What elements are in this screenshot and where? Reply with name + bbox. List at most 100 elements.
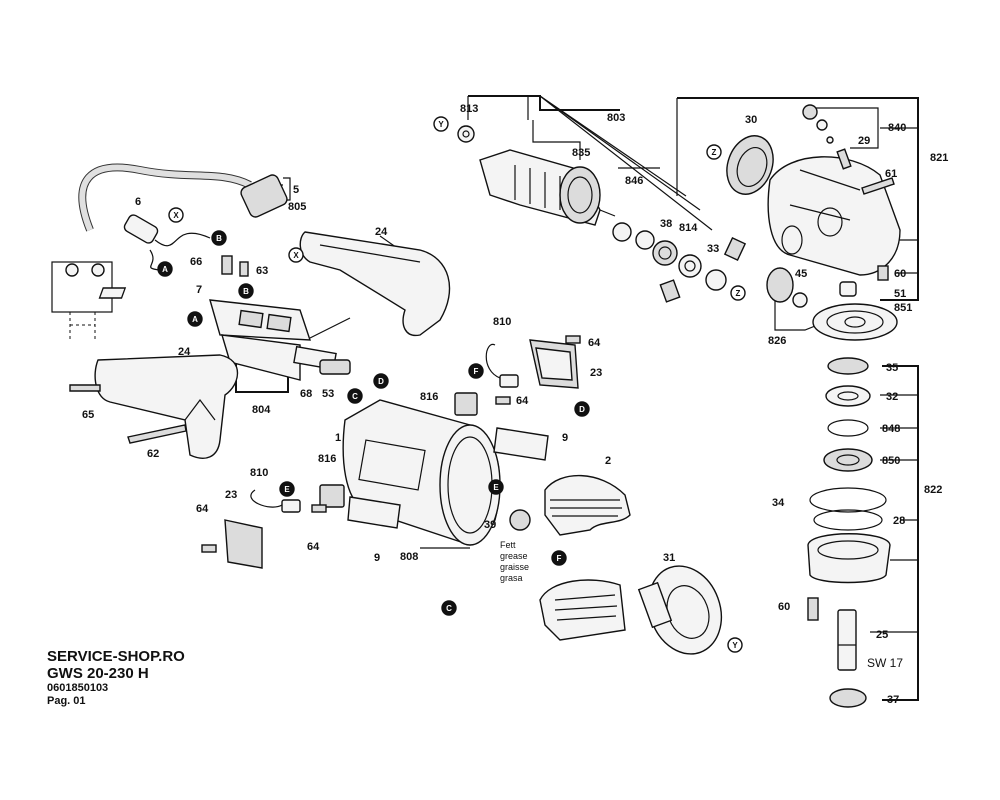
part-label-24: 24 (178, 346, 191, 358)
stator-field (544, 474, 631, 536)
connector-marker-c: C (441, 600, 457, 616)
page-number: Pag. 01 (47, 695, 86, 707)
part-label-848: 848 (882, 423, 900, 435)
connector-marker-circle (488, 479, 504, 495)
connector-marker-letter: Z (712, 148, 717, 157)
spindle-lock-knob (802, 104, 818, 120)
bearing-813 (457, 125, 475, 143)
part-label-846: 846 (625, 175, 643, 187)
connector-marker-a: A (187, 311, 203, 327)
screw-64a (565, 335, 581, 344)
bearing-850 (823, 448, 873, 472)
part-label-25: 25 (876, 629, 888, 641)
part-label-840: 840 (888, 122, 906, 134)
part-label-30: 30 (745, 114, 757, 126)
connector-marker-y: Y (433, 116, 449, 132)
connector-marker-f: F (468, 363, 484, 379)
part-label-24: 24 (375, 226, 388, 238)
part-label-51: 51 (894, 288, 906, 300)
connector-marker-circle (238, 283, 254, 299)
sleeve-51 (839, 281, 857, 297)
connector-marker-letter: D (579, 405, 585, 414)
connector-marker-letter: Y (732, 641, 738, 650)
plug (240, 174, 288, 218)
connector-marker-circle (288, 247, 304, 263)
brush-holder-816b (319, 484, 345, 508)
connector-marker-circle (157, 261, 173, 277)
part-label-816: 816 (318, 453, 336, 465)
grease-note-line-4: grasa (500, 573, 523, 583)
wiring-schematic (51, 261, 113, 340)
part-label-53: 53 (322, 388, 334, 400)
brush-holder-816a (454, 392, 478, 416)
grease-note-line-1: Fett (500, 540, 516, 550)
part-label-826: 826 (768, 335, 786, 347)
label-plate-9b (347, 496, 401, 529)
bearing-flange-822 (807, 533, 891, 584)
footer-info: SERVICE-SHOP.RO GWS 20-230 H 0601850103 … (47, 648, 185, 708)
connector-marker-circle (574, 401, 590, 417)
connector-marker-circle (168, 207, 184, 223)
part-label-29: 29 (858, 135, 870, 147)
carbon-brush-810a (499, 374, 519, 388)
connector-marker-letter: F (557, 554, 562, 563)
connector-marker-circle (730, 285, 746, 301)
part-label-60: 60 (778, 601, 790, 613)
connector-marker-c: C (347, 388, 363, 404)
part-label-64: 64 (516, 395, 529, 407)
screw-64c (311, 504, 327, 513)
screw-62 (127, 424, 187, 444)
part-label-803: 803 (607, 112, 625, 124)
connector-marker-letter: C (352, 392, 358, 401)
connector-marker-letter: X (293, 251, 299, 260)
parts (51, 104, 901, 708)
part-label-34: 34 (772, 497, 785, 509)
part-label-2: 2 (605, 455, 611, 467)
part-label-66: 66 (190, 256, 202, 268)
bearing-retainer (723, 236, 747, 262)
commutator-fan (559, 166, 601, 224)
connector-marker-letter: A (192, 315, 198, 324)
bearing-33 (705, 269, 727, 291)
part-label-835: 835 (572, 147, 590, 159)
screw-66 (221, 255, 233, 275)
grease-blob (509, 509, 531, 531)
part-label-64: 64 (588, 337, 601, 349)
connector-marker-z: Z (706, 144, 722, 160)
connector-marker-letter: A (162, 265, 168, 274)
field-coil (539, 579, 626, 641)
switch-53 (319, 359, 351, 375)
part-label-23: 23 (590, 367, 602, 379)
spanner-size-label: SW 17 (867, 656, 903, 670)
screw-64d (201, 544, 217, 553)
washer (635, 230, 655, 250)
spindle (837, 609, 857, 671)
part-label-68: 68 (300, 388, 312, 400)
part-label-39: 39 (484, 519, 496, 531)
part-label-816: 816 (420, 391, 438, 403)
pinion (766, 267, 794, 303)
bearing-45 (792, 292, 808, 308)
part-label-61: 61 (885, 168, 897, 180)
bearing-32 (825, 385, 871, 407)
cable-clamp (98, 287, 127, 299)
part-label-38: 38 (660, 218, 672, 230)
connector-marker-f: F (551, 550, 567, 566)
part-label-808: 808 (400, 551, 418, 563)
screw-64b (495, 396, 511, 405)
connector-marker-letter: E (493, 483, 499, 492)
connector-marker-circle (433, 116, 449, 132)
part-label-810: 810 (250, 467, 268, 479)
part-label-63: 63 (256, 265, 268, 277)
o-ring-28 (813, 509, 883, 531)
circlip-848 (827, 419, 869, 437)
circlip-846 (612, 222, 632, 242)
connector-marker-b: B (238, 283, 254, 299)
part-label-62: 62 (147, 448, 159, 460)
part-label-805: 805 (288, 201, 306, 213)
connector-marker-letter: Z (736, 289, 741, 298)
connector-marker-circle (441, 600, 457, 616)
connector-marker-circle (468, 363, 484, 379)
